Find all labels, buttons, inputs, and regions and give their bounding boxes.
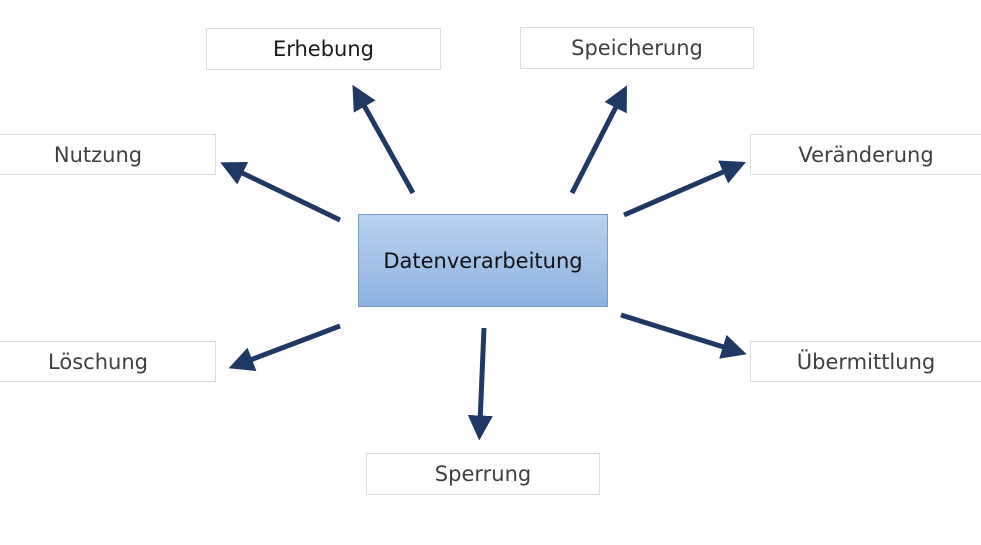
node-veraenderung-label: Veränderung	[798, 142, 934, 167]
arrow-to-uebermittlung	[620, 312, 747, 359]
node-loeschung: Löschung	[0, 341, 216, 382]
node-nutzung: Nutzung	[0, 134, 216, 175]
center-node: Datenverarbeitung	[358, 214, 608, 307]
node-uebermittlung-label: Übermittlung	[796, 349, 936, 374]
node-sperrung: Sperrung	[366, 453, 600, 495]
arrow-to-speicherung	[569, 85, 627, 195]
node-uebermittlung: Übermittlung	[750, 341, 981, 382]
node-erhebung-label: Erhebung	[272, 37, 375, 61]
arrow-to-veraenderung	[623, 160, 747, 218]
node-nutzung-label: Nutzung	[53, 142, 143, 167]
center-node-label: Datenverarbeitung	[383, 248, 583, 273]
arrow-to-erhebung	[352, 84, 416, 195]
node-speicherung: Speicherung	[520, 27, 754, 69]
arrow-to-nutzung	[220, 161, 342, 223]
node-sperrung-label: Sperrung	[434, 462, 532, 486]
arrow-to-loeschung	[228, 323, 341, 372]
node-speicherung-label: Speicherung	[571, 36, 703, 60]
node-erhebung: Erhebung	[206, 28, 441, 70]
node-loeschung-label: Löschung	[48, 349, 148, 374]
arrow-to-sperrung	[467, 327, 493, 441]
node-veraenderung: Veränderung	[750, 134, 981, 175]
